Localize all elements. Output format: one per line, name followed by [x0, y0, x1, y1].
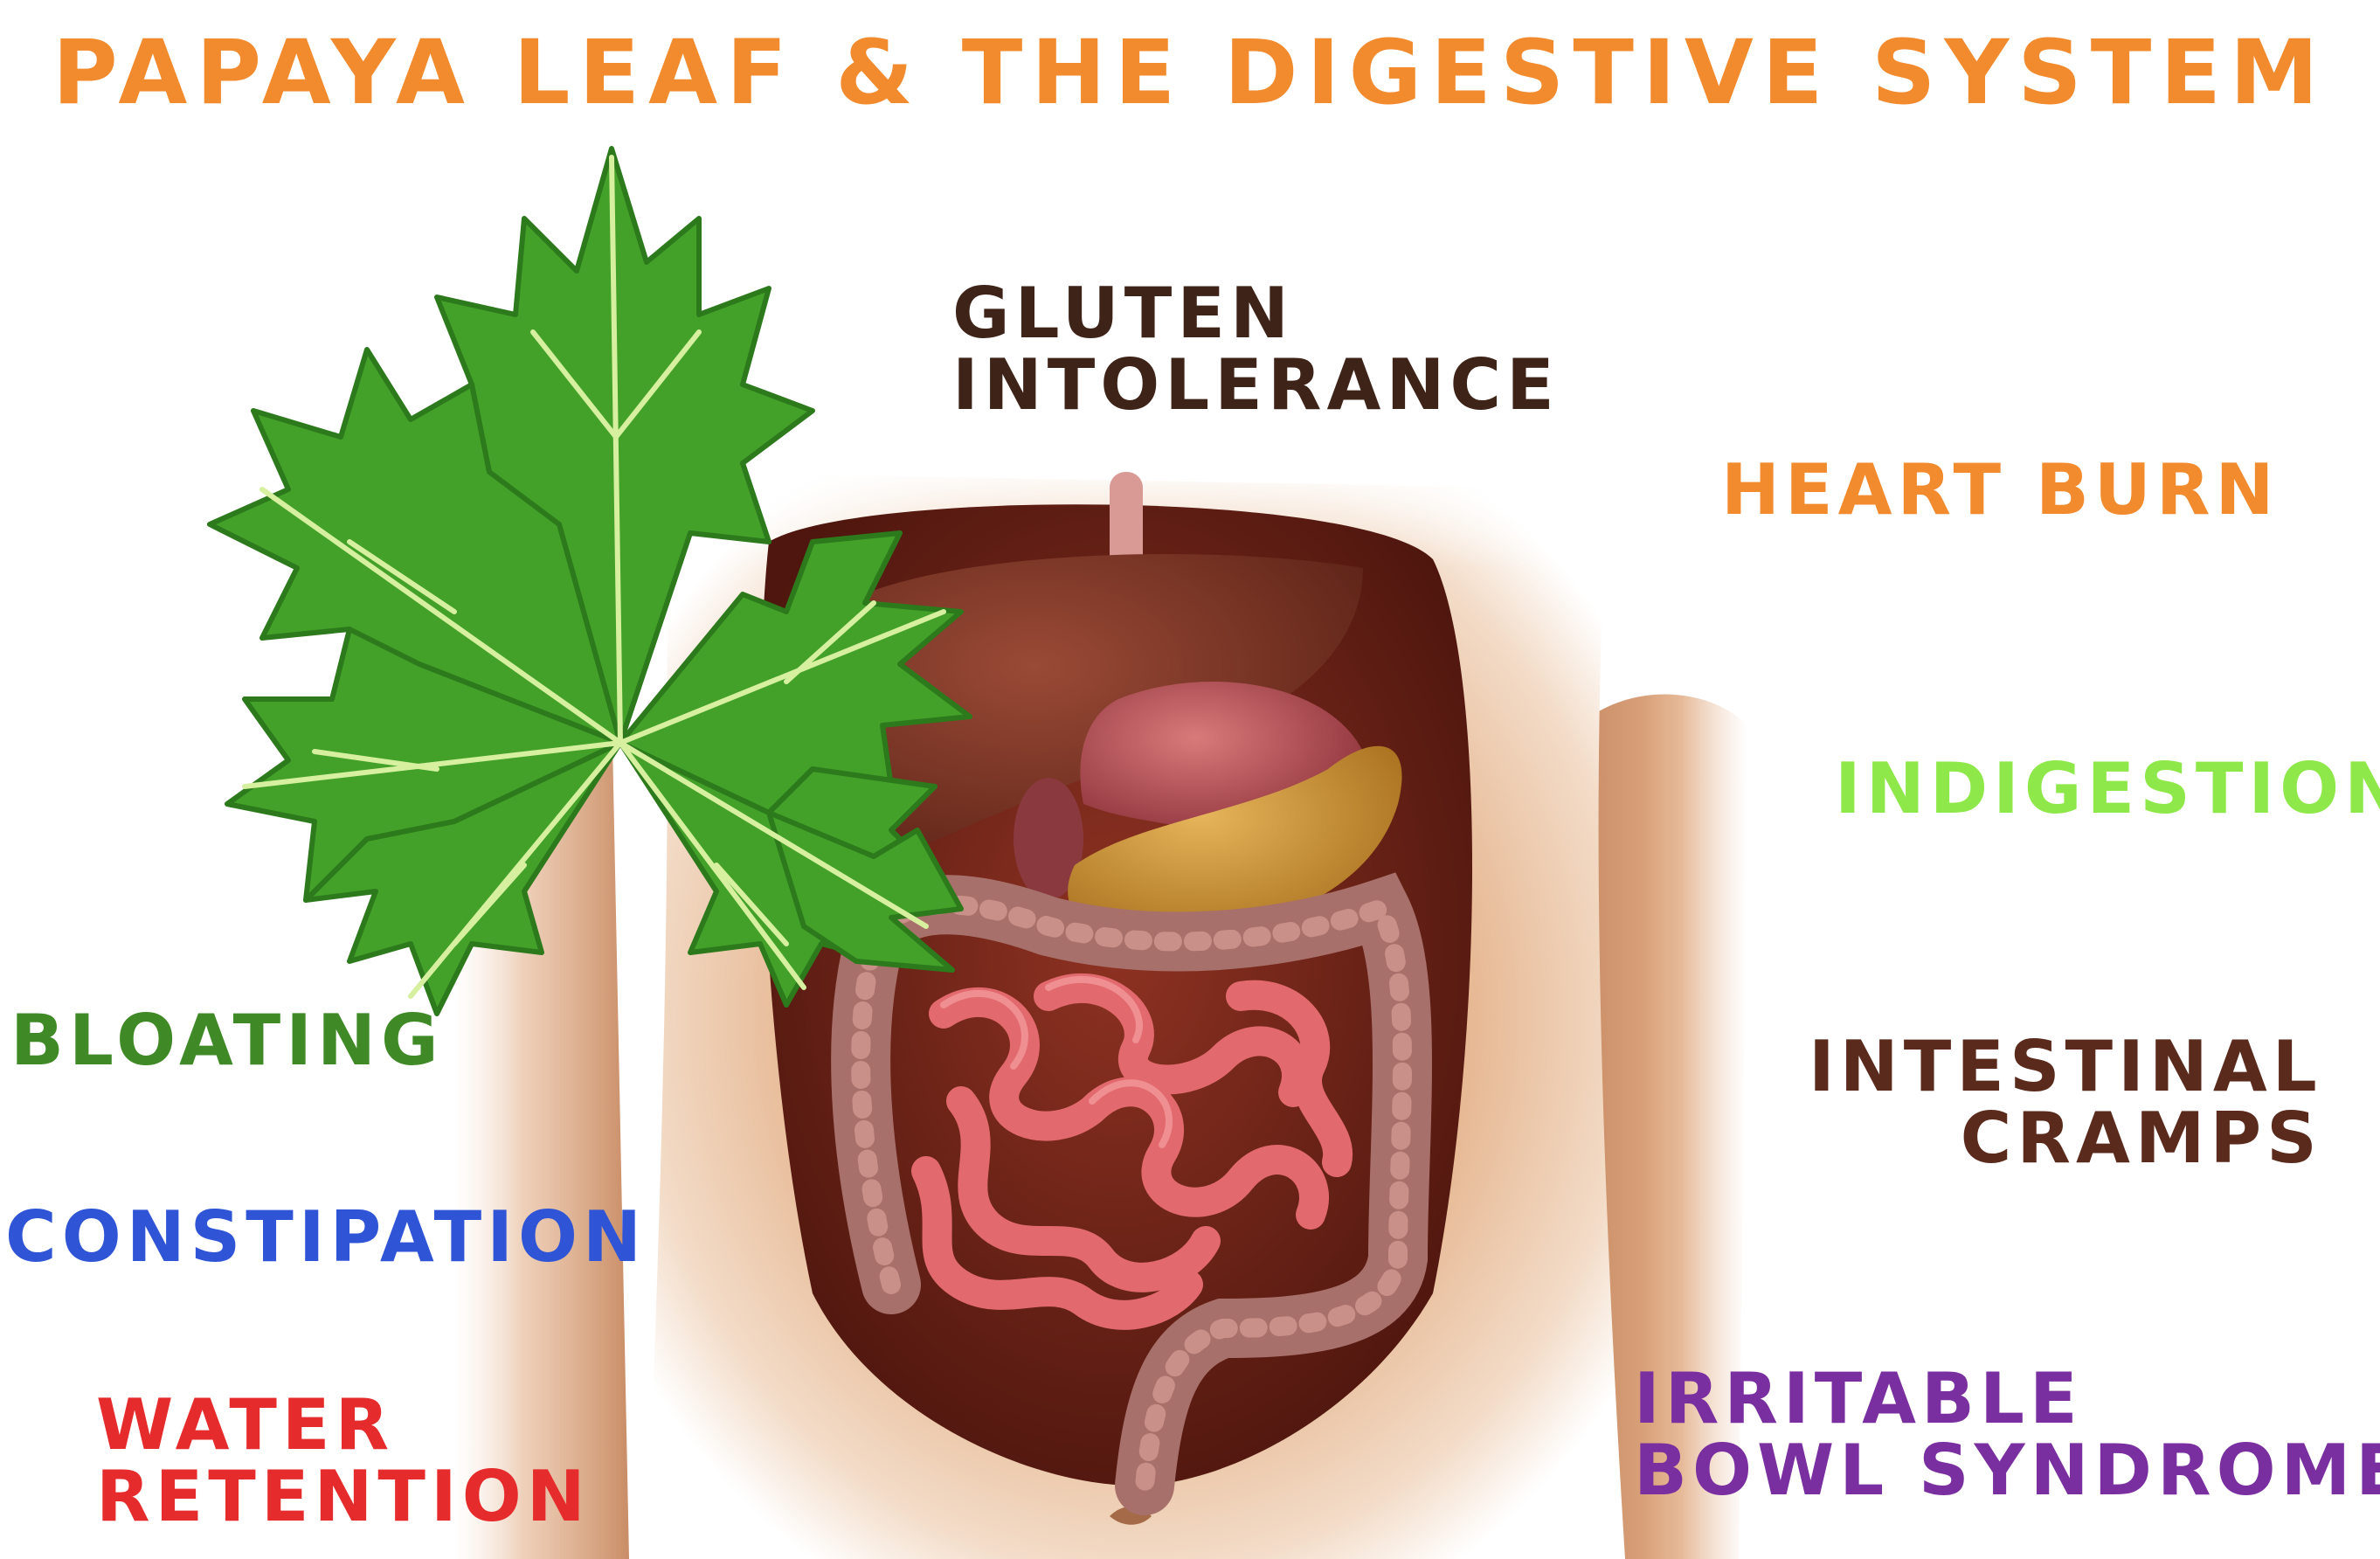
liver: [815, 554, 1363, 874]
small-intestine-highlights: [940, 975, 1173, 1148]
label-line: GLUTEN: [952, 273, 1294, 354]
label-bloating: BLOATING: [10, 1000, 444, 1081]
label-line: RETENTION: [96, 1455, 591, 1537]
pancreas: [1068, 745, 1402, 946]
label-water-retention: WATER RETENTION: [96, 1389, 591, 1532]
label-line: WATER: [96, 1384, 395, 1465]
label-irritable-bowl-syndrome: IRRITABLE BOWL SYNDROME: [1634, 1363, 2380, 1506]
label-line: CRAMPS: [1960, 1097, 2322, 1179]
label-intestinal-cramps: INTESTINAL CRAMPS: [1809, 1031, 2322, 1174]
label-heart-burn: HEART BURN: [1721, 449, 2280, 530]
page-title: PAPAYA LEAF & THE DIGESTIVE SYSTEM: [52, 21, 2328, 125]
label-gluten-intolerance: GLUTEN INTOLERANCE: [952, 278, 1560, 420]
label-line: BOWL SYNDROME: [1634, 1429, 2380, 1511]
papaya-leaf-icon: [207, 146, 972, 1016]
label-indigestion: INDIGESTION: [1835, 748, 2380, 829]
label-line: INTESTINAL: [1809, 1026, 2322, 1107]
label-line: INTOLERANCE: [952, 343, 1560, 426]
label-constipation: CONSTIPATION: [5, 1196, 647, 1278]
gallbladder: [1014, 778, 1083, 900]
right-fade: [1643, 437, 1870, 1559]
label-line: IRRITABLE: [1634, 1358, 2083, 1439]
